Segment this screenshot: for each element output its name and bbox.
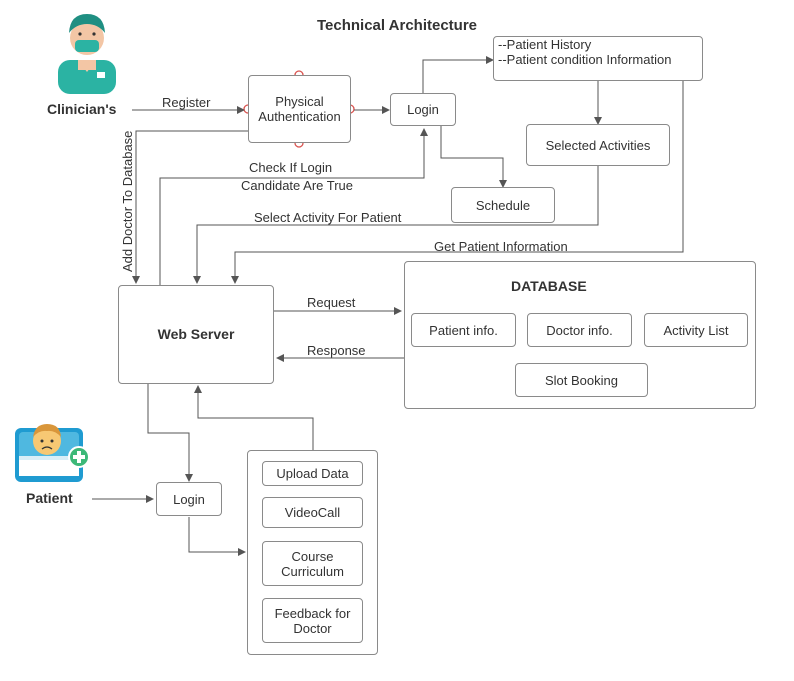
video-call-box: VideoCall xyxy=(262,497,363,528)
edge-login-webserver xyxy=(144,377,193,482)
check-login-label-2: Candidate Are True xyxy=(241,178,354,193)
physical-authentication-box: Physical Authentication xyxy=(248,75,351,143)
add-doctor-label: Add Doctor To Database xyxy=(120,130,135,272)
clinician-label: Clinician's xyxy=(47,101,117,117)
connectors xyxy=(92,56,684,556)
response-label: Response xyxy=(307,343,366,358)
activity-list-box: Activity List xyxy=(644,313,748,347)
web-server-box xyxy=(118,285,274,384)
diagram-title: Technical Architecture xyxy=(316,17,478,34)
edge-login-schedule xyxy=(440,126,507,188)
get-patient-info-label: Get Patient Information xyxy=(434,239,568,254)
patient-history-line: --Patient History xyxy=(498,37,592,52)
slot-booking-box: Slot Booking xyxy=(515,363,648,397)
selected-activities-box: Selected Activities xyxy=(526,124,670,166)
login-top-box: Login xyxy=(390,93,456,126)
patient-info-box: Patient info. xyxy=(411,313,516,347)
edge-group-webserver xyxy=(194,385,314,450)
patient-icon xyxy=(15,424,90,482)
patient-label: Patient xyxy=(26,490,73,506)
clinician-icon xyxy=(58,14,116,94)
database-label: DATABASE xyxy=(511,278,587,294)
feedback-for-doctor-box: Feedback for Doctor xyxy=(262,598,363,643)
schedule-box: Schedule xyxy=(451,187,555,223)
patient-history-box: --Patient History --Patient condition In… xyxy=(493,36,703,81)
edge-add-doctor xyxy=(132,130,248,284)
upload-data-box: Upload Data xyxy=(262,461,363,486)
request-label: Request xyxy=(307,295,356,310)
edge-login-history xyxy=(422,56,494,93)
login-bottom-box: Login xyxy=(156,482,222,516)
edge-login-group xyxy=(188,517,246,556)
edge-get-patient-info xyxy=(231,81,684,284)
select-activity-label: Select Activity For Patient xyxy=(254,210,402,225)
course-curriculum-box: Course Curriculum xyxy=(262,541,363,586)
edge-select-activity xyxy=(193,166,599,284)
doctor-info-box: Doctor info. xyxy=(527,313,632,347)
patient-condition-line: --Patient condition Information xyxy=(498,52,672,67)
register-label: Register xyxy=(162,95,211,110)
edge-check-login xyxy=(159,128,428,285)
web-server-label: Web Server xyxy=(157,326,235,342)
check-login-label-1: Check If Login xyxy=(249,160,333,175)
